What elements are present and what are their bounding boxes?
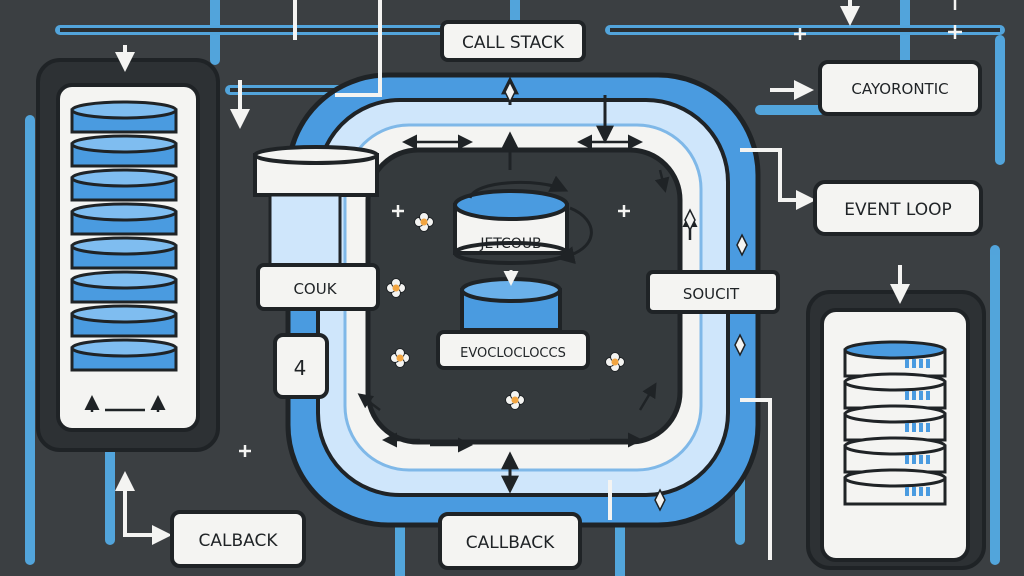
- sparkle: [734, 333, 746, 357]
- couk-box: [256, 263, 380, 311]
- soucit-box: [646, 270, 780, 314]
- flower: [605, 352, 625, 372]
- stack-bottom-arrows: [84, 395, 166, 412]
- flower: [390, 348, 410, 368]
- database-disc: [843, 340, 947, 378]
- stack-icon: [70, 100, 178, 372]
- four-label: 4: [294, 356, 307, 380]
- calback-label: CALBACK: [199, 531, 279, 551]
- call-stack-label: CALL STACK: [462, 33, 565, 53]
- cayorontic-label: CAYORONTIC: [851, 80, 948, 98]
- sparkle: [684, 208, 696, 232]
- evoclocs-drum-icon: [436, 270, 590, 370]
- stack-disc: [70, 134, 178, 168]
- callback-label: CALLBACK: [466, 533, 555, 553]
- soucit-label: SOUCIT: [683, 285, 740, 303]
- flower: [414, 212, 434, 232]
- stack-disc: [70, 168, 178, 202]
- sparkle: [654, 488, 666, 512]
- event-loop-label: EVENT LOOP: [844, 200, 952, 220]
- four-box: [273, 333, 329, 399]
- database-disc: [843, 468, 947, 506]
- stack-disc: [70, 202, 178, 236]
- sparkle: [736, 233, 748, 257]
- jetcoub-label: JETCOUB: [479, 236, 541, 252]
- cayorontic-box: [818, 60, 982, 116]
- database-disc: [843, 404, 947, 442]
- jetcoub-drum-icon: [453, 175, 593, 265]
- sparkle: [504, 80, 516, 104]
- couk-label: COUK: [293, 280, 337, 298]
- stack-disc: [70, 236, 178, 270]
- sparkle-icon: [504, 80, 748, 512]
- stack-disc: [70, 338, 178, 372]
- database-icon: [843, 340, 947, 506]
- stack-disc: [70, 304, 178, 338]
- evoclocs-label: EVOCLOCLOCCS: [460, 346, 566, 361]
- flower-icon: [386, 212, 625, 410]
- left-cylinder-icon: [253, 145, 379, 272]
- stack-disc: [70, 100, 178, 134]
- calback-box: [170, 510, 306, 568]
- plus-marks: [239, 0, 962, 457]
- event-loop-box: [813, 180, 983, 236]
- stack-disc: [70, 270, 178, 304]
- call-stack-box: [440, 20, 586, 62]
- callback-box: [438, 512, 582, 570]
- flower: [505, 390, 525, 410]
- database-disc: [843, 436, 947, 474]
- flower: [386, 278, 406, 298]
- side-arrows: [115, 0, 910, 560]
- database-disc: [843, 372, 947, 410]
